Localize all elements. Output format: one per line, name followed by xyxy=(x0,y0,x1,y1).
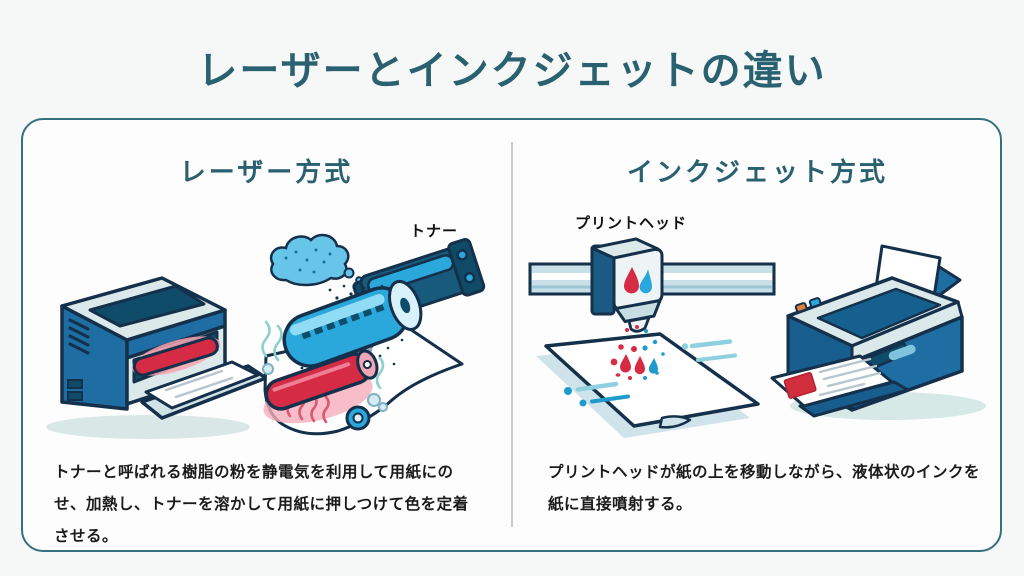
paper-print-lines xyxy=(164,369,234,399)
steam-puffs xyxy=(262,363,388,412)
function-button xyxy=(808,297,822,308)
vent-slits xyxy=(68,318,90,355)
imaging-drum xyxy=(282,279,423,368)
inkjet-description: プリントヘッドが紙の上を移動しながら、液体状のインクを紙に直接噴射する。 xyxy=(548,464,981,513)
output-paper xyxy=(144,360,260,410)
front-pill-button xyxy=(888,344,916,361)
inkjet-print-head-illustration xyxy=(528,237,776,438)
steam-squiggles xyxy=(261,320,385,390)
cloud-puff xyxy=(343,267,355,279)
printed-photo-block xyxy=(783,372,817,399)
printed-text-lines xyxy=(818,357,882,397)
printhead-callout-label: プリントヘッド xyxy=(575,215,688,232)
blue-ink-spray xyxy=(642,329,665,380)
printer-feet xyxy=(67,379,83,401)
toner-drum-fuser-illustration xyxy=(261,233,486,436)
panel-divider xyxy=(511,142,513,527)
laser-printer-illustration xyxy=(46,276,268,439)
fuser-roller xyxy=(132,336,219,377)
fuser-roller-red xyxy=(264,349,379,411)
inkjet-printer-body xyxy=(770,244,964,418)
inkjet-panel-heading: インクジェット方式 xyxy=(626,157,888,187)
page-title: レーザーとインクジェットの違い xyxy=(197,49,827,93)
laser-description: トナーと呼ばれる樹脂の粉を静電気を利用して用紙にのせ、加熱し、トナーを溶かして用… xyxy=(54,464,469,545)
print-head-carriage xyxy=(590,237,664,333)
red-ink-spray xyxy=(610,325,645,380)
transport-roller xyxy=(345,405,371,431)
cloud-specks xyxy=(284,248,332,274)
paper-fold-corner xyxy=(658,415,692,429)
laser-panel-heading: レーザー方式 xyxy=(179,157,354,187)
blue-ink-icon xyxy=(639,269,652,294)
red-ink-icon xyxy=(624,267,639,294)
printer-shadow xyxy=(46,415,250,439)
toner-powder-cloud xyxy=(269,233,350,287)
motion-lines xyxy=(564,339,737,407)
inkjet-printer-illustration xyxy=(770,244,986,420)
toner-callout-label: トナー xyxy=(410,223,459,240)
power-button xyxy=(794,302,808,313)
